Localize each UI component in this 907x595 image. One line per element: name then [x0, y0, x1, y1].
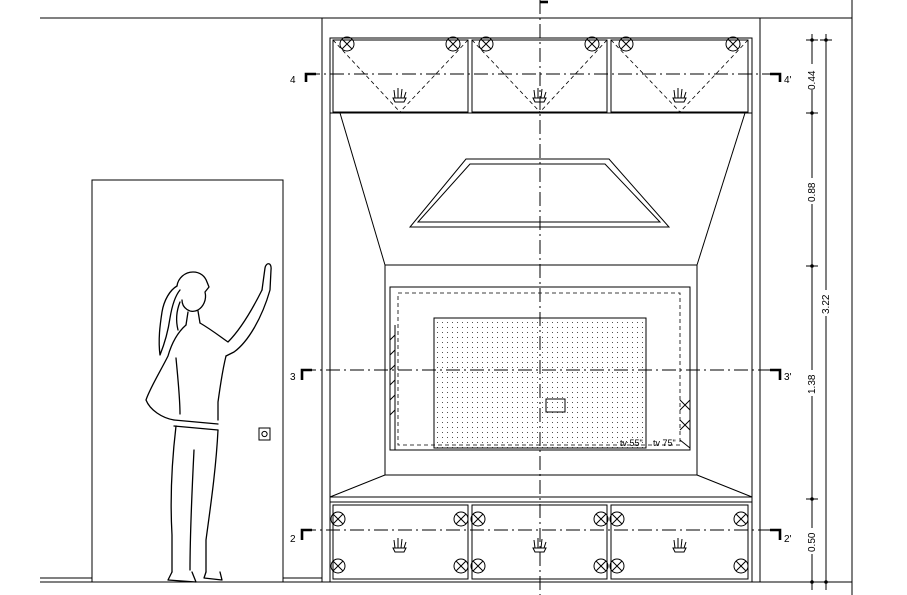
section-4: 4 4' [290, 72, 792, 86]
hood-panel [339, 112, 746, 266]
door [91, 179, 284, 583]
tv-75-label: tv 75" [653, 438, 676, 448]
upper-hinges [339, 36, 741, 52]
lower-cabinets [330, 496, 752, 580]
dim-0-50: 0.50 [807, 532, 818, 552]
center-axis [539, 0, 548, 595]
furniture-unit: tv 55" tv 75" [321, 17, 761, 583]
section-4-label: 4 [290, 75, 296, 86]
push-symbols-upper [392, 88, 687, 103]
section-3: 3 3' [290, 368, 792, 383]
room-outline [40, 0, 853, 595]
dim-1-38: 1.38 [807, 374, 818, 394]
push-symbols-lower [392, 538, 687, 553]
section-2: 2 2' [290, 528, 792, 545]
dim-0-88: 0.88 [807, 182, 818, 202]
human-figure [145, 263, 272, 583]
section-3p-label: 3' [784, 372, 792, 383]
dim-0-44: 0.44 [807, 70, 818, 90]
tv-receiver [545, 398, 566, 413]
dim-total-3-22: 3.22 [821, 294, 832, 314]
tv-55-label: tv 55" [620, 438, 643, 448]
lower-hinges [330, 511, 749, 574]
section-2p-label: 2' [784, 534, 792, 545]
section-2-label: 2 [290, 534, 296, 545]
upper-cabinets [330, 39, 752, 114]
section-3-label: 3 [290, 372, 296, 383]
dimension-labels: 0.44 0.88 1.38 0.50 3.22 [806, 64, 832, 554]
section-4p-label: 4' [784, 75, 792, 86]
